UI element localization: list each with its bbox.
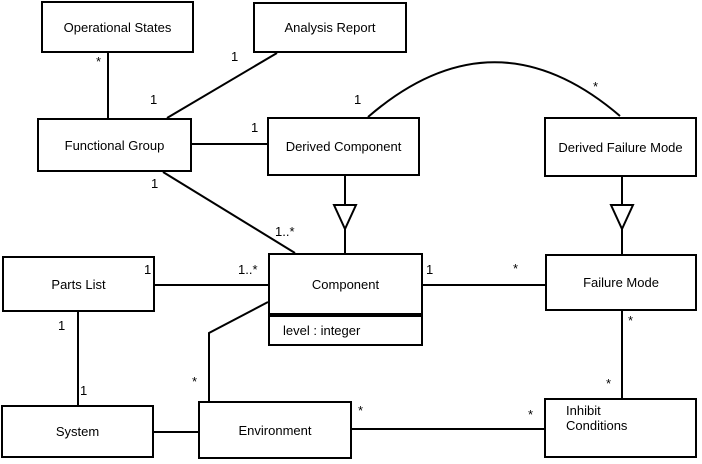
- multiplicity-label-4: 1: [151, 176, 159, 191]
- class-label-component: Component: [311, 276, 380, 292]
- multiplicity-label-15: *: [358, 403, 364, 418]
- multiplicity-label-14: *: [192, 374, 198, 389]
- class-box-derived-failure-mode: Derived Failure Mode: [544, 117, 697, 177]
- multiplicity-label-7: 1..*: [238, 262, 258, 277]
- class-label-derived-component: Derived Component: [285, 139, 402, 154]
- class-box-environment: Environment: [198, 401, 352, 459]
- class-box-inhibit-conditions: Inhibit Conditions: [544, 398, 697, 458]
- class-box-system: System: [1, 405, 154, 458]
- class-box-component: Component level : integer: [268, 253, 423, 346]
- class-box-derived-component: Derived Component: [267, 117, 420, 176]
- multiplicity-label-11: *: [593, 79, 599, 94]
- multiplicity-label-3: 1: [251, 120, 259, 135]
- class-label-operational-states: Operational States: [63, 19, 172, 35]
- multiplicity-label-2: 1: [231, 49, 239, 64]
- generalization-triangle-icon: [609, 204, 635, 232]
- multiplicity-label-8: 1: [426, 262, 434, 277]
- generalization-triangle-icon: [332, 204, 358, 232]
- edge-functional-group--analysis-report: [166, 52, 278, 119]
- class-attribute-component: level : integer: [270, 313, 421, 344]
- edge-derived-failure-mode--failure-mode: [609, 177, 635, 254]
- class-box-analysis-report: Analysis Report: [253, 2, 407, 53]
- multiplicity-label-17: *: [628, 313, 634, 328]
- class-box-functional-group: Functional Group: [37, 118, 192, 172]
- class-label-inhibit-conditions: Inhibit Conditions: [566, 403, 628, 433]
- edge-component--environment: [208, 301, 269, 401]
- edge-functional-group--component: [162, 171, 296, 254]
- class-box-parts-list: Parts List: [2, 256, 155, 312]
- multiplicity-label-0: *: [96, 54, 102, 69]
- class-label-analysis-report: Analysis Report: [284, 20, 376, 35]
- multiplicity-label-1: 1: [150, 92, 158, 107]
- class-label-parts-list: Parts List: [51, 276, 106, 292]
- class-box-failure-mode: Failure Mode: [545, 254, 697, 311]
- class-label-derived-failure-mode: Derived Failure Mode: [558, 139, 683, 155]
- multiplicity-label-13: 1: [80, 383, 88, 398]
- class-label-environment: Environment: [238, 422, 312, 438]
- edge-derived-component--component: [332, 176, 358, 253]
- multiplicity-label-10: 1: [354, 92, 362, 107]
- edge-derived-component--derived-failure-mode: [367, 61, 621, 118]
- multiplicity-label-5: 1..*: [275, 224, 295, 239]
- multiplicity-label-12: 1: [58, 318, 66, 333]
- multiplicity-label-6: 1: [144, 262, 152, 277]
- multiplicity-label-9: *: [513, 261, 519, 276]
- class-label-failure-mode: Failure Mode: [583, 275, 659, 290]
- class-box-operational-states: Operational States: [41, 1, 194, 53]
- class-label-functional-group: Functional Group: [64, 137, 165, 153]
- class-label-system: System: [55, 424, 100, 439]
- multiplicity-label-16: *: [528, 407, 534, 422]
- multiplicity-label-18: *: [606, 376, 612, 391]
